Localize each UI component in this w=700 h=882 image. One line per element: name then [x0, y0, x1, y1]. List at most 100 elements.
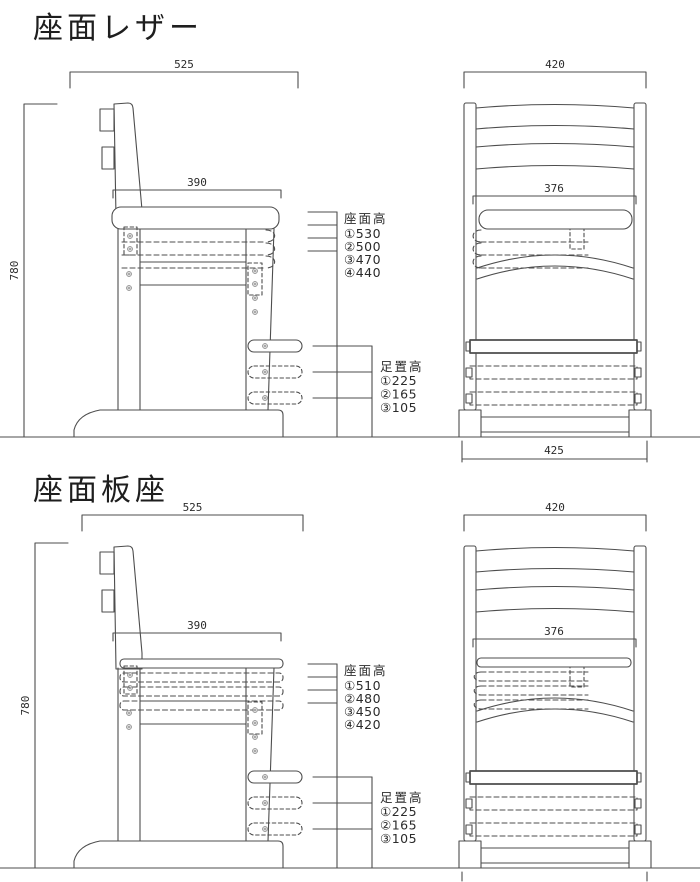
left-foot	[458, 409, 482, 438]
seat-alt-edge	[265, 242, 276, 256]
screw-cross	[127, 725, 131, 729]
screw-icon	[126, 271, 132, 277]
dim-overall-height-bracket	[23, 103, 58, 438]
screw-cross	[253, 735, 257, 739]
seat-height-title: 座面高	[344, 663, 388, 678]
backrest-post	[113, 102, 143, 218]
front-leg	[245, 667, 275, 842]
seat-alt-line	[480, 699, 589, 710]
screw-icon	[127, 685, 133, 691]
screw-circle	[126, 271, 132, 277]
center-bracket	[569, 666, 585, 688]
dim-overall-height-bracket	[34, 542, 69, 869]
footrest-bar	[247, 770, 303, 784]
footrest-end-cap	[465, 367, 473, 378]
stretcher	[139, 261, 247, 286]
footrest-bar-alt	[247, 365, 303, 379]
footrest-height-item: ②165	[380, 818, 417, 833]
seat-cushion-front	[478, 209, 633, 230]
screw-cross	[253, 310, 257, 314]
dim-base-width-stub	[461, 871, 648, 882]
dim-overall-depth: 525	[183, 501, 203, 514]
screw-circle	[126, 710, 132, 716]
footrest-end-cap	[634, 393, 642, 404]
screw-circle	[127, 246, 133, 252]
footrest-end-cap	[465, 341, 471, 352]
screw-circle	[262, 343, 268, 349]
dim-seat-width-bracket	[472, 195, 637, 205]
footrest-front-alt	[469, 391, 638, 406]
screw-circle	[252, 281, 258, 287]
seat-cushion	[111, 206, 280, 230]
stretcher	[139, 700, 247, 725]
right-leg	[633, 102, 647, 411]
footrest-front-alt	[469, 365, 638, 380]
left-leg	[463, 102, 477, 411]
dim-base-width-bracket	[461, 440, 648, 463]
dim-seat-depth: 390	[187, 176, 207, 189]
screw-icon	[126, 724, 132, 730]
seat-alt-edge	[472, 255, 482, 269]
backrest-slat-line	[475, 585, 635, 591]
screw-circle	[127, 672, 133, 678]
screw-cross	[263, 370, 267, 374]
seat-board-alt	[119, 672, 284, 683]
seat-height-item: ③450	[344, 704, 381, 719]
base-rails	[480, 847, 630, 864]
seat-height-item: ②480	[344, 691, 381, 706]
footrest-bar-alt	[247, 822, 303, 836]
dim-overall-width: 420	[545, 501, 565, 514]
footrest-height-title: 足置高	[380, 359, 424, 374]
screw-cross	[253, 282, 257, 286]
footrest-height-title: 足置高	[380, 790, 424, 805]
screw-icon	[127, 246, 133, 252]
seat-height-item: ④420	[344, 717, 381, 732]
right-leg	[633, 545, 647, 842]
footrest-end-cap	[634, 798, 642, 809]
footrest-bar	[247, 339, 303, 353]
front-view: 420 376	[458, 501, 652, 882]
dim-overall-depth-bracket	[81, 514, 304, 532]
base-skid	[73, 409, 284, 438]
section-title: 座面レザー	[33, 12, 203, 45]
screw-circle	[262, 800, 268, 806]
screw-cross	[263, 827, 267, 831]
screw-cross	[253, 721, 257, 725]
section-title: 座面板座	[33, 474, 169, 507]
dim-overall-height: 780	[19, 696, 32, 716]
screw-icon	[262, 800, 268, 806]
seat-alt-edge	[473, 685, 482, 696]
footrest-end-cap	[636, 772, 642, 783]
screw-icon	[252, 748, 258, 754]
screw-cross	[253, 296, 257, 300]
screw-icon	[252, 707, 258, 713]
seat-height-item: ③470	[344, 252, 381, 267]
seat-height-item: ①530	[344, 226, 381, 241]
section-board-seat: 座面板座525780390座面高①510②480③450④420足置高①225②…	[0, 474, 700, 882]
screw-circle	[126, 724, 132, 730]
screw-circle	[252, 268, 258, 274]
dim-base-width: 425	[544, 444, 564, 457]
screw-circle	[252, 734, 258, 740]
backrest-slat-line	[475, 607, 635, 613]
dim-overall-depth: 525	[174, 58, 194, 71]
seat-alt-edge	[472, 229, 482, 243]
screw-cross	[127, 711, 131, 715]
back-slat-tab	[99, 551, 115, 575]
screw-icon	[252, 309, 258, 315]
seat-alt-edge	[473, 699, 482, 710]
footrest-bar-alt	[247, 796, 303, 810]
dim-overall-width: 420	[545, 58, 565, 71]
dim-seat-width: 376	[544, 625, 564, 638]
right-foot	[628, 840, 652, 869]
screw-cross	[253, 269, 257, 273]
backrest-slat-line	[475, 103, 635, 109]
section-leather-seat: 座面レザー525780390座面高①530②500③470④440足置高①225…	[0, 12, 700, 463]
base-rails	[480, 416, 630, 433]
screw-icon	[252, 268, 258, 274]
screw-circle	[252, 748, 258, 754]
seat-board-alt	[119, 686, 284, 697]
backrest-slat-line	[475, 124, 635, 130]
screw-cross	[128, 234, 132, 238]
